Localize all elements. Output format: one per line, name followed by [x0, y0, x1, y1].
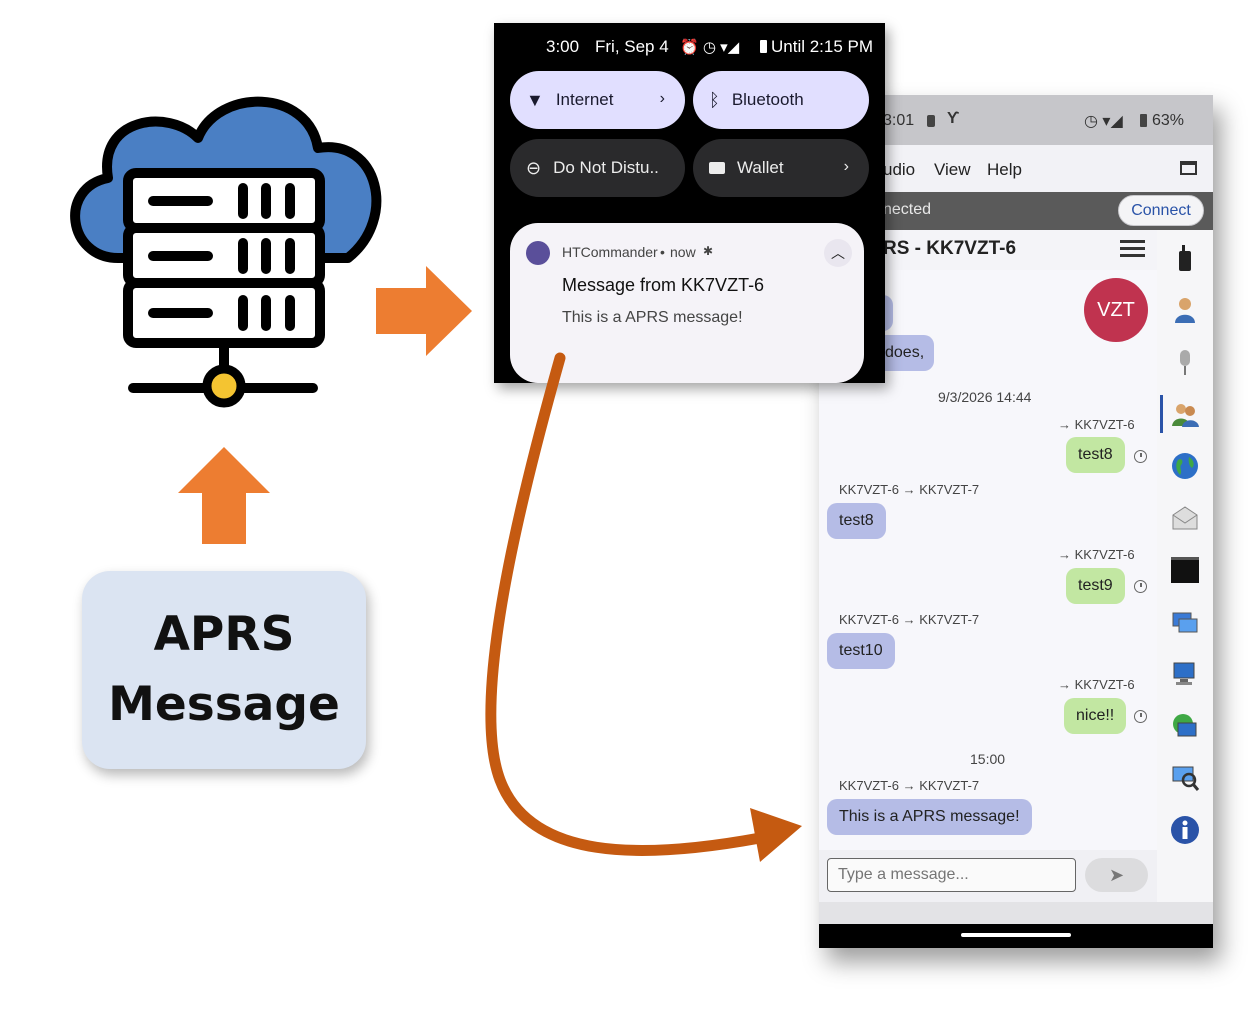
notif-separator: • — [660, 244, 665, 260]
clock-icon — [1134, 710, 1147, 723]
bell-icon: ✱ — [703, 244, 714, 258]
cloud-server-icon — [70, 96, 382, 408]
home-indicator[interactable] — [961, 933, 1071, 937]
hamburger-menu-icon[interactable] — [1120, 240, 1145, 243]
message-meta: → KK7VZT-6 — [1058, 677, 1135, 692]
clock-icon — [1134, 580, 1147, 593]
shade-status-icons: ⏰ ◷ ▾◢ — [680, 39, 740, 56]
tile-wallet[interactable]: Wallet › — [693, 139, 869, 197]
tile-bluetooth[interactable]: ᛒ Bluetooth — [693, 71, 869, 129]
radio-icon[interactable] — [1170, 243, 1200, 273]
user-icon[interactable] — [1170, 295, 1200, 325]
message-bubble: This is a APRS message! — [827, 799, 1032, 835]
tile-label: Do Not Distu.. — [553, 158, 659, 177]
timestamp-1: 9/3/2026 14:44 — [938, 389, 1032, 405]
message-bubble: test9 — [1066, 568, 1125, 604]
shade-time: 3:00 — [546, 37, 580, 56]
app-icon — [526, 241, 550, 265]
notif-app-name: HTCommander — [562, 244, 658, 260]
dnd-icon: ⊖ — [526, 157, 542, 178]
timestamp-2: 15:00 — [970, 751, 1006, 767]
notif-time: now — [670, 244, 696, 260]
battery-level: 63% — [1152, 112, 1185, 129]
antenna-icon: ϒ — [947, 110, 960, 127]
mail-icon[interactable] — [1170, 503, 1200, 533]
shade-date: Fri, Sep 4 — [595, 37, 669, 56]
notification-card[interactable]: HTCommander • now ✱ ︿ Message from KK7VZ… — [510, 223, 864, 383]
network-icon[interactable] — [1170, 607, 1200, 637]
battery-icon — [1140, 114, 1147, 127]
tile-label: Wallet — [737, 158, 784, 177]
send-button[interactable]: ➤ — [1085, 858, 1148, 892]
clock-icon — [1134, 450, 1147, 463]
notif-title: Message from KK7VZT-6 — [562, 275, 765, 295]
message-meta: KK7VZT-6 → KK7VZT-7 — [839, 482, 980, 497]
bluetooth-icon: ᛒ — [709, 89, 720, 110]
globe-icon[interactable] — [1170, 451, 1200, 481]
connection-status: nected — [883, 201, 932, 218]
message-bubble: test8 — [1066, 437, 1125, 473]
tile-dnd[interactable]: ⊖ Do Not Distu.. — [510, 139, 685, 197]
message-bubble: test10 — [827, 633, 895, 669]
avatar: VZT — [1084, 278, 1148, 342]
shade-until: Until 2:15 PM — [771, 37, 874, 56]
bottom-bar — [819, 902, 1213, 924]
aprs-message-box: APRS Message — [82, 571, 366, 769]
message-meta: KK7VZT-6 → KK7VZT-7 — [839, 778, 980, 793]
notif-body: This is a APRS message! — [562, 309, 743, 326]
box-line-2: Message — [108, 677, 340, 732]
terminal-icon[interactable] — [1170, 555, 1200, 585]
message-meta: KK7VZT-6 → KK7VZT-7 — [839, 612, 980, 627]
sidebar-selection-indicator — [1160, 395, 1163, 433]
status-icons: ◷ ▾◢ — [1084, 113, 1123, 130]
tile-internet[interactable]: ▼ Internet › — [510, 71, 685, 129]
message-meta: → KK7VZT-6 — [1058, 547, 1135, 562]
message-meta: → KK7VZT-6 — [1058, 417, 1135, 432]
message-bubble: test8 — [827, 503, 886, 539]
menu-view[interactable]: View — [934, 160, 971, 179]
search-computer-icon[interactable] — [1170, 763, 1200, 793]
tile-label: Bluetooth — [731, 90, 804, 109]
collapse-chevron-icon[interactable]: ︿ — [824, 239, 852, 267]
window-icon[interactable] — [1180, 161, 1197, 175]
chevron-right-icon: › — [659, 90, 665, 107]
contacts-icon[interactable] — [1170, 399, 1200, 429]
network-refresh-icon[interactable] — [1170, 711, 1200, 741]
status-time: 3:01 — [883, 112, 915, 129]
computer-icon[interactable] — [1170, 659, 1200, 689]
phone-notif-icon — [927, 115, 935, 127]
up-arrow — [178, 447, 270, 544]
box-line-1: APRS — [153, 607, 295, 662]
tile-label: Internet — [555, 90, 614, 109]
microphone-icon[interactable] — [1170, 347, 1200, 377]
wallet-icon — [709, 162, 725, 174]
wifi-icon: ▼ — [526, 89, 544, 110]
menu-help[interactable]: Help — [987, 160, 1022, 179]
message-input[interactable] — [827, 858, 1076, 892]
chevron-right-icon: › — [843, 158, 849, 175]
notification-shade: 3:00 Fri, Sep 4 ⏰ ◷ ▾◢ Until 2:15 PM ▼ I… — [494, 23, 885, 383]
menu-audio[interactable]: udio — [883, 160, 916, 179]
message-bubble: nice!! — [1064, 698, 1127, 734]
right-arrow — [376, 266, 472, 356]
info-icon[interactable] — [1170, 815, 1200, 845]
window-title: RS - KK7VZT-6 — [883, 238, 1017, 259]
shade-battery-icon — [760, 40, 767, 53]
connect-button[interactable]: Connect — [1118, 195, 1204, 226]
